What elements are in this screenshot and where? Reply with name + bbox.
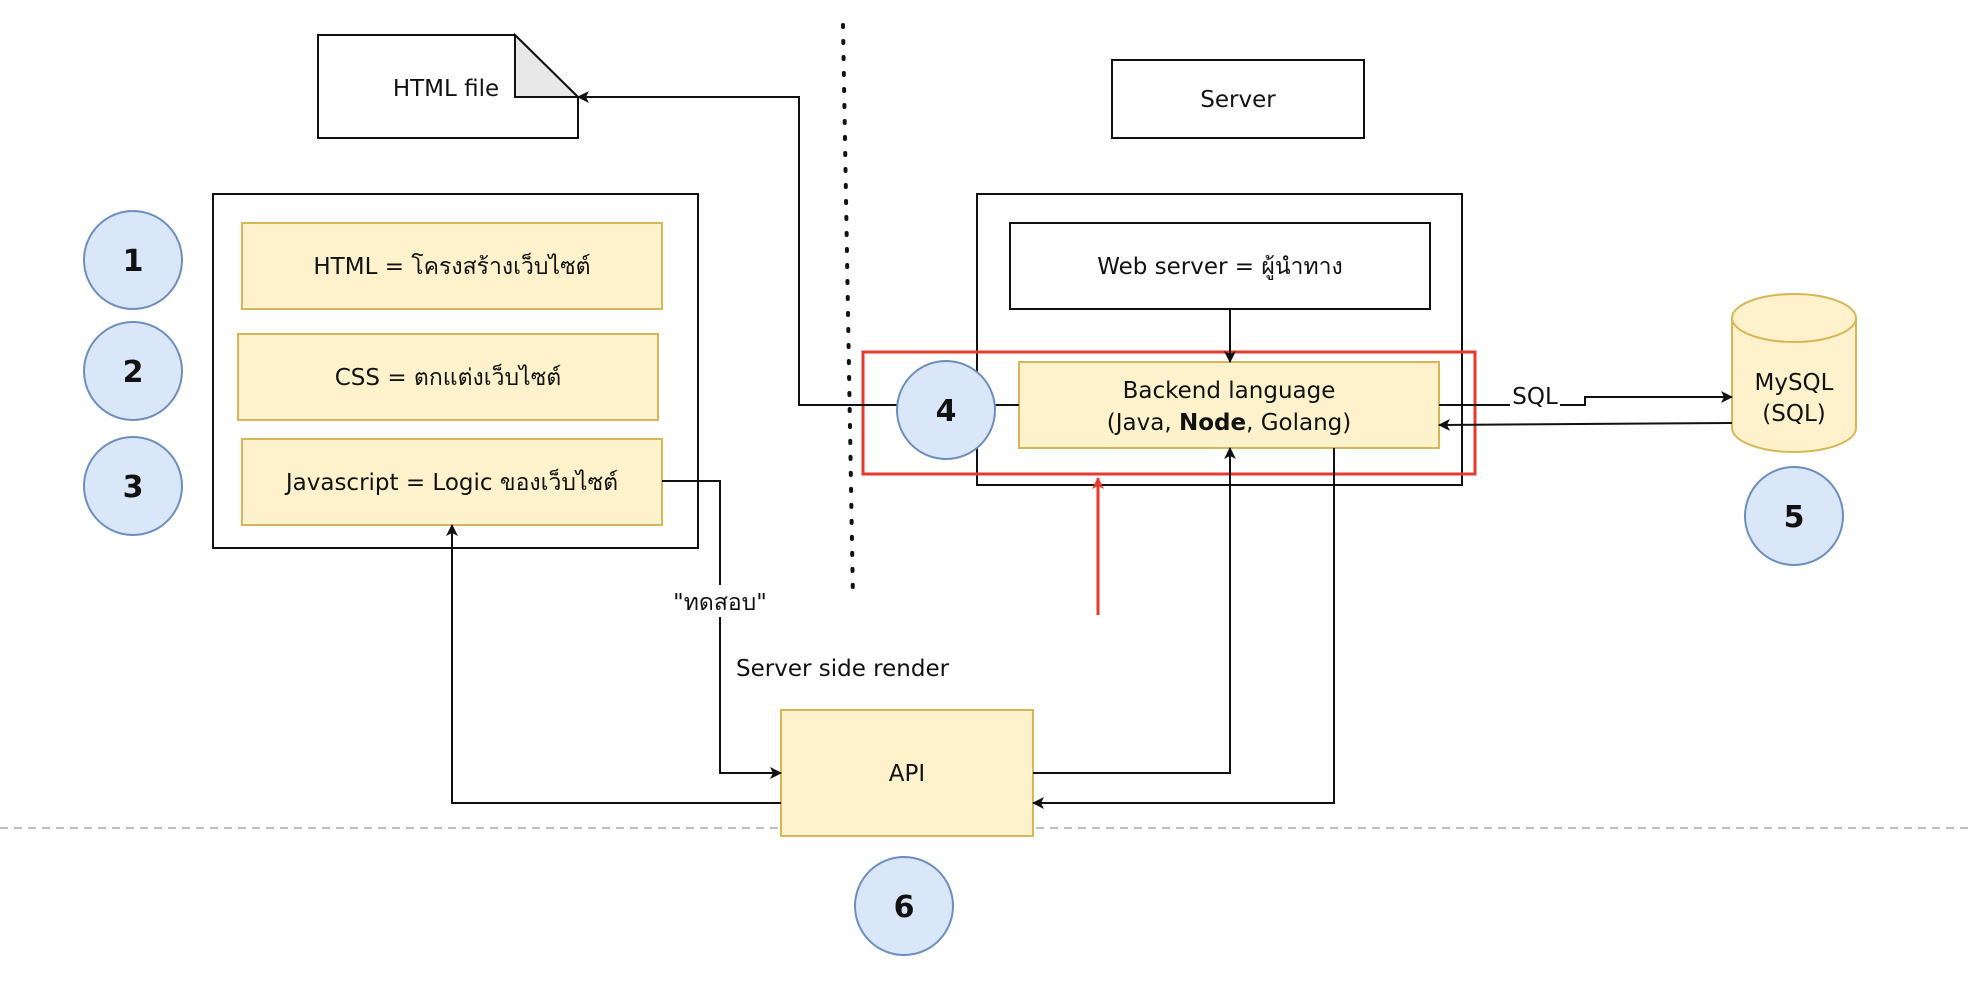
backend-highlight-frame: [861, 350, 1477, 476]
sql-edge-label: SQL: [1512, 384, 1558, 410]
web-server-label: Web server = ผู้นำทาง: [1097, 254, 1343, 280]
backend-lang-prefix: (Java,: [1107, 410, 1179, 436]
marker-1: 1: [83, 210, 183, 310]
marker-4: 4: [896, 360, 996, 460]
svg-text:4: 4: [936, 394, 957, 429]
marker-2: 2: [83, 321, 183, 421]
backend-label-line2: (Java, Node, Golang): [1107, 410, 1351, 436]
css-layer-label: CSS = ตกแต่งเว็บไซต์: [335, 362, 562, 391]
svg-text:5: 5: [1784, 500, 1805, 535]
html-file-label: HTML file: [393, 76, 499, 102]
edge-mysql-to-backend: [1438, 418, 1733, 431]
backend-language-node: Backend language (Java, Node, Golang): [1018, 361, 1440, 449]
server-side-render-caption: Server side render: [736, 656, 950, 682]
edge-javascript-to-api: [662, 480, 782, 779]
sql-label-bg: [1510, 382, 1560, 410]
svg-text:1: 1: [123, 244, 144, 279]
api-label: API: [889, 761, 925, 787]
mysql-label-line2: (SQL): [1762, 401, 1825, 427]
html-layer-label: HTML = โครงสร้างเว็บไซต์: [313, 251, 590, 280]
backend-lang-node: Node: [1179, 410, 1246, 436]
javascript-layer-node: Javascript = Logic ของเว็บไซต์: [241, 438, 663, 526]
svg-text:2: 2: [123, 355, 144, 390]
javascript-layer-label: Javascript = Logic ของเว็บไซต์: [284, 467, 618, 496]
backend-lang-suffix: , Golang): [1246, 410, 1351, 436]
edge-api-to-backend: [1033, 447, 1236, 774]
backend-label-line1: Backend language: [1123, 378, 1336, 404]
server-title-node: Server: [1111, 59, 1365, 139]
test-edge-label: "ทดสอบ": [673, 590, 767, 616]
edge-api-to-javascript: [446, 524, 781, 804]
html-file-node: HTML file: [317, 32, 581, 139]
mysql-database-node: MySQL (SQL): [1731, 293, 1857, 453]
test-label-bg: [668, 585, 772, 617]
edge-backend-to-api: [1032, 448, 1335, 809]
svg-text:6: 6: [894, 890, 915, 925]
api-node: API: [780, 709, 1034, 837]
server-title-label: Server: [1200, 87, 1276, 113]
edge-backend-to-mysql: [1439, 391, 1733, 406]
marker-6: 6: [854, 856, 954, 956]
css-layer-node: CSS = ตกแต่งเว็บไซต์: [237, 333, 659, 421]
web-server-node: Web server = ผู้นำทาง: [1009, 222, 1431, 310]
client-server-separator: [841, 23, 855, 602]
svg-text:3: 3: [123, 470, 144, 505]
html-layer-node: HTML = โครงสร้างเว็บไซต์: [241, 222, 663, 310]
mysql-label-line1: MySQL: [1755, 370, 1834, 396]
marker-3: 3: [83, 436, 183, 536]
marker-5: 5: [1744, 466, 1844, 566]
